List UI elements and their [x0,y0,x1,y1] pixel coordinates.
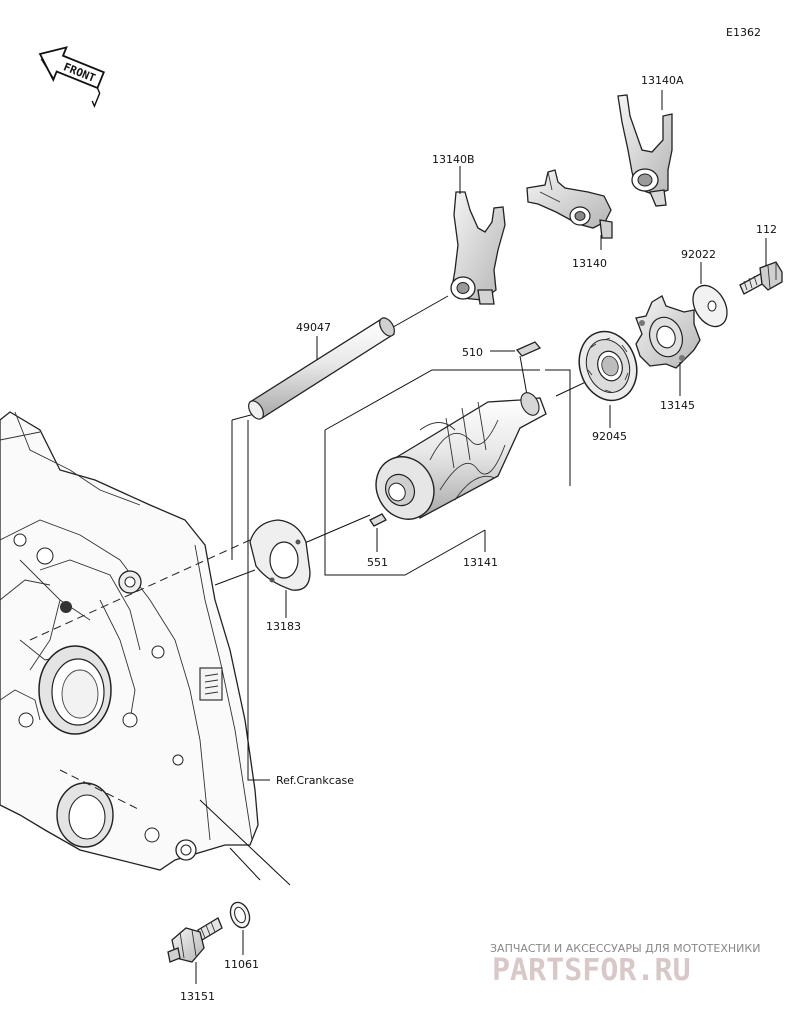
crankcase-reference [0,411,259,871]
label-13151: 13151 [180,990,215,1003]
washer-92022 [692,284,728,328]
pin-551 [369,513,387,527]
label-551: 551 [367,556,388,569]
front-arrow-icon: FRONT [38,46,105,109]
shift-fork-13140 [526,169,613,239]
label-49047: 49047 [296,321,331,334]
label-13140: 13140 [572,257,607,270]
diagram-code: E1362 [726,26,761,39]
bearing-92045 [578,330,638,402]
label-510: 510 [462,346,483,359]
shift-fork-13140a [617,94,673,207]
shift-drum-13141 [375,392,547,520]
label-ref-crankcase: Ref.Crankcase [276,774,354,787]
bolt-112 [739,261,783,295]
label-13140a: 13140A [641,74,684,87]
shift-rod-49047 [248,317,396,420]
plate-13183 [249,519,311,591]
switch-13151 [167,917,223,963]
watermark-tagline: ЗАПЧАСТИ И АКСЕССУАРЫ ДЛЯ МОТОТЕХНИКИ [490,942,760,955]
label-92022: 92022 [681,248,716,261]
gasket-11061 [229,901,251,929]
shift-cam-13145 [635,295,701,369]
watermark-brand: PARTSFOR.RU [492,953,691,988]
label-13145: 13145 [660,399,695,412]
shift-fork-13140b [450,191,506,305]
label-13140b: 13140B [432,153,475,166]
label-92045: 92045 [592,430,627,443]
label-11061: 11061 [224,958,259,971]
label-112: 112 [756,223,777,236]
key-510 [515,341,542,357]
label-13183: 13183 [266,620,301,633]
assembly-lines [29,295,591,886]
label-13141: 13141 [463,556,498,569]
